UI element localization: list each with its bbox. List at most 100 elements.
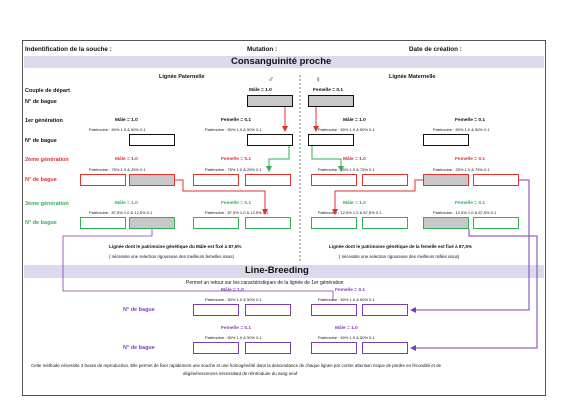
gen3-label: 3ème génération	[25, 201, 69, 207]
mutation-label: Mutation :	[247, 46, 278, 53]
maternal-line-title: Lignée Maternelle	[389, 74, 436, 80]
creation-date-label: Date de création :	[409, 46, 462, 53]
gen3-mat-female-heritage: Patrimoine : 12,5% 1.0 & 87,5% 0.1	[433, 210, 497, 215]
female-symbol-icon: ♀	[315, 75, 321, 84]
consanguinity-band	[24, 56, 544, 68]
lb-row1-female-bague-box-2[interactable]	[362, 304, 408, 316]
gen3-mat-male-label: Mâle = 1.0	[343, 201, 366, 206]
gen2-pat-male-bague-box-1[interactable]	[80, 174, 126, 186]
starting-couple-label: Couple de départ	[25, 88, 70, 94]
gen1-pat-male-label: Mâle = 1.0	[115, 118, 138, 123]
gen1-mat-female-label: Femelle = 0.1	[455, 118, 485, 123]
red-connector-maternal	[332, 179, 423, 215]
gen3-mat-female-label: Femelle = 0.1	[455, 201, 485, 206]
gen1-pat-female-bague-box[interactable]	[247, 134, 293, 146]
paternal-line-note-sub: ( nécessite une selection rigoureuse des…	[109, 254, 234, 259]
line-breeding-band	[24, 265, 544, 278]
gen2-mat-male-bague-box-1[interactable]	[311, 174, 357, 186]
gen1-mat-male-heritage: Patrimoine : 50% 1.0 & 50% 0.1	[318, 127, 375, 132]
starting-male-label: Mâle = 1.0	[249, 88, 272, 93]
lb-row2-male-bague-box-2[interactable]	[362, 342, 408, 354]
green-connector-paternal	[266, 146, 290, 172]
starting-male-bague-box[interactable]	[247, 95, 293, 107]
gen2-mat-female-label: Femelle = 0.1	[455, 157, 485, 162]
purple-connector-row2	[410, 229, 538, 351]
gen3-pat-female-bague-box-2[interactable]	[245, 217, 291, 229]
gen3-pat-female-label: Femelle = 0.1	[221, 201, 251, 206]
gen2-mat-female-bague-box-2[interactable]	[473, 174, 519, 186]
gen2-pat-male-bague-box-2[interactable]	[129, 174, 175, 186]
gen1-pat-male-bague-box[interactable]	[129, 134, 175, 146]
gen2-mat-male-bague-box-2[interactable]	[362, 174, 408, 186]
gen3-mat-male-bague-box-1[interactable]	[311, 217, 357, 229]
lb-row2-male-bague-box-1[interactable]	[311, 342, 357, 354]
gen1-mat-female-bague-box[interactable]	[423, 134, 469, 146]
starting-bague-label: N° de bague	[25, 99, 57, 105]
paternal-line-note: Lignée dont le patrimoine génétique du M…	[109, 244, 242, 249]
lb-row1-bague-label: N° de bague	[123, 307, 155, 313]
breeding-connectors	[62, 75, 538, 351]
lb-row1-female-bague-box-1[interactable]	[311, 304, 357, 316]
red-connector-paternal	[175, 179, 268, 215]
lb-row1-female-label: Femelle = 0.1	[335, 288, 365, 293]
gen2-label: 2ème génération	[25, 157, 69, 163]
purple-connector-paternal	[62, 229, 334, 301]
line-breeding-title: Line-Breeding	[245, 265, 309, 276]
gen3-pat-male-heritage: Patrimoine : 87,5% 1.0 & 12,5% 0.1	[89, 210, 153, 215]
lb-row2-female-heritage: Patrimoine : 50% 1.0 & 50% 0.1	[205, 335, 262, 340]
maternal-line-note: Lignée dont le patrimoine génétique de l…	[329, 244, 472, 249]
gen1-pat-female-label: Femelle = 0.1	[221, 118, 251, 123]
gen1-bague-label: N° de bague	[25, 138, 57, 144]
identification-label: Indentification de la souche :	[25, 46, 112, 53]
gen2-pat-female-bague-box-2[interactable]	[245, 174, 291, 186]
gen2-pat-male-heritage: Patrimoine : 75% 1.0 & 25% 0.1	[89, 167, 146, 172]
starting-female-bague-box[interactable]	[308, 95, 354, 107]
lb-row1-male-label: Mâle = 1.0	[221, 288, 244, 293]
consanguinity-sheet: Indentification de la souche : Mutation …	[22, 40, 546, 396]
lb-row1-male-bague-box-2[interactable]	[245, 304, 291, 316]
maternal-line-note-sub: ( nécessite une selection rigoureuse des…	[339, 254, 460, 259]
gen3-mat-female-bague-box-1[interactable]	[423, 217, 469, 229]
gen3-pat-female-heritage: Patrimoine : 87,5% 1.0 & 12,5% 0.1	[205, 210, 269, 215]
method-note-line1: Cette méthode nécessite 3 boxes de repro…	[31, 363, 442, 368]
gen2-pat-female-heritage: Patrimoine : 75% 1.0 & 25% 0.1	[205, 167, 262, 172]
lb-row2-female-bague-box-1[interactable]	[193, 342, 239, 354]
green-connector-maternal	[311, 146, 344, 172]
gen3-pat-female-bague-box-1[interactable]	[193, 217, 239, 229]
gen3-mat-male-heritage: Patrimoine : 12,5% 1.0 & 87,5% 0.1	[318, 210, 382, 215]
gen2-pat-female-bague-box-1[interactable]	[193, 174, 239, 186]
lb-row2-bague-label: N° de bague	[123, 345, 155, 351]
paternal-line-title: Lignée Paternelle	[159, 74, 205, 80]
gen1-mat-male-bague-box[interactable]	[308, 134, 354, 146]
lb-row2-female-label: Femelle = 0.1	[221, 326, 251, 331]
gen1-mat-male-label: Mâle = 1.0	[343, 118, 366, 123]
gen1-pat-male-heritage: Patrimoine : 50% 1.0 & 50% 0.1	[89, 127, 146, 132]
consanguinity-title: Consanguinité proche	[231, 56, 332, 67]
gen1-mat-female-heritage: Patrimoine : 50% 1.0 & 50% 0.1	[433, 127, 490, 132]
gen3-pat-male-bague-box-1[interactable]	[80, 217, 126, 229]
gen1-pat-female-heritage: Patrimoine : 50% 1.0 & 50% 0.1	[205, 127, 262, 132]
male-symbol-icon: ♂	[268, 75, 274, 84]
gen2-mat-male-label: Mâle = 1.0	[343, 157, 366, 162]
gen3-pat-male-bague-box-2[interactable]	[129, 217, 175, 229]
gen2-mat-female-bague-box-1[interactable]	[423, 174, 469, 186]
gen3-mat-female-bague-box-2[interactable]	[473, 217, 519, 229]
lb-row2-male-heritage: Patrimoine : 50% 1.0 & 50% 0.1	[318, 335, 375, 340]
lb-row2-male-label: Mâle = 1.0	[335, 326, 358, 331]
gen2-bague-label: N° de bague	[25, 177, 57, 183]
gen1-label: 1er génération	[25, 118, 63, 124]
gen2-pat-female-label: Femelle = 0.1	[221, 157, 251, 162]
lb-row1-female-heritage: Patrimoine : 50% 1.0 & 50% 0.1	[318, 297, 375, 302]
gen3-mat-male-bague-box-2[interactable]	[362, 217, 408, 229]
lb-row1-male-heritage: Patrimoine : 50% 1.0 & 50% 0.1	[205, 297, 262, 302]
lb-row1-male-bague-box-1[interactable]	[193, 304, 239, 316]
gen3-pat-male-label: Mâle = 1.0	[115, 201, 138, 206]
lb-row2-female-bague-box-2[interactable]	[245, 342, 291, 354]
gen2-mat-male-heritage: Patrimoine : 25% 1.0 & 75% 0.1	[318, 167, 375, 172]
gen2-mat-female-heritage: Patrimoine : 25% 1.0 & 75% 0.1	[433, 167, 490, 172]
line-breeding-subtitle: Permet un retour sur les caractéristique…	[186, 280, 344, 286]
gen3-bague-label: N° de bague	[25, 220, 57, 226]
starting-female-label: Femelle = 0.1	[313, 88, 343, 93]
purple-connector-row1	[410, 179, 530, 313]
gen2-pat-male-label: Mâle = 1.0	[115, 157, 138, 162]
